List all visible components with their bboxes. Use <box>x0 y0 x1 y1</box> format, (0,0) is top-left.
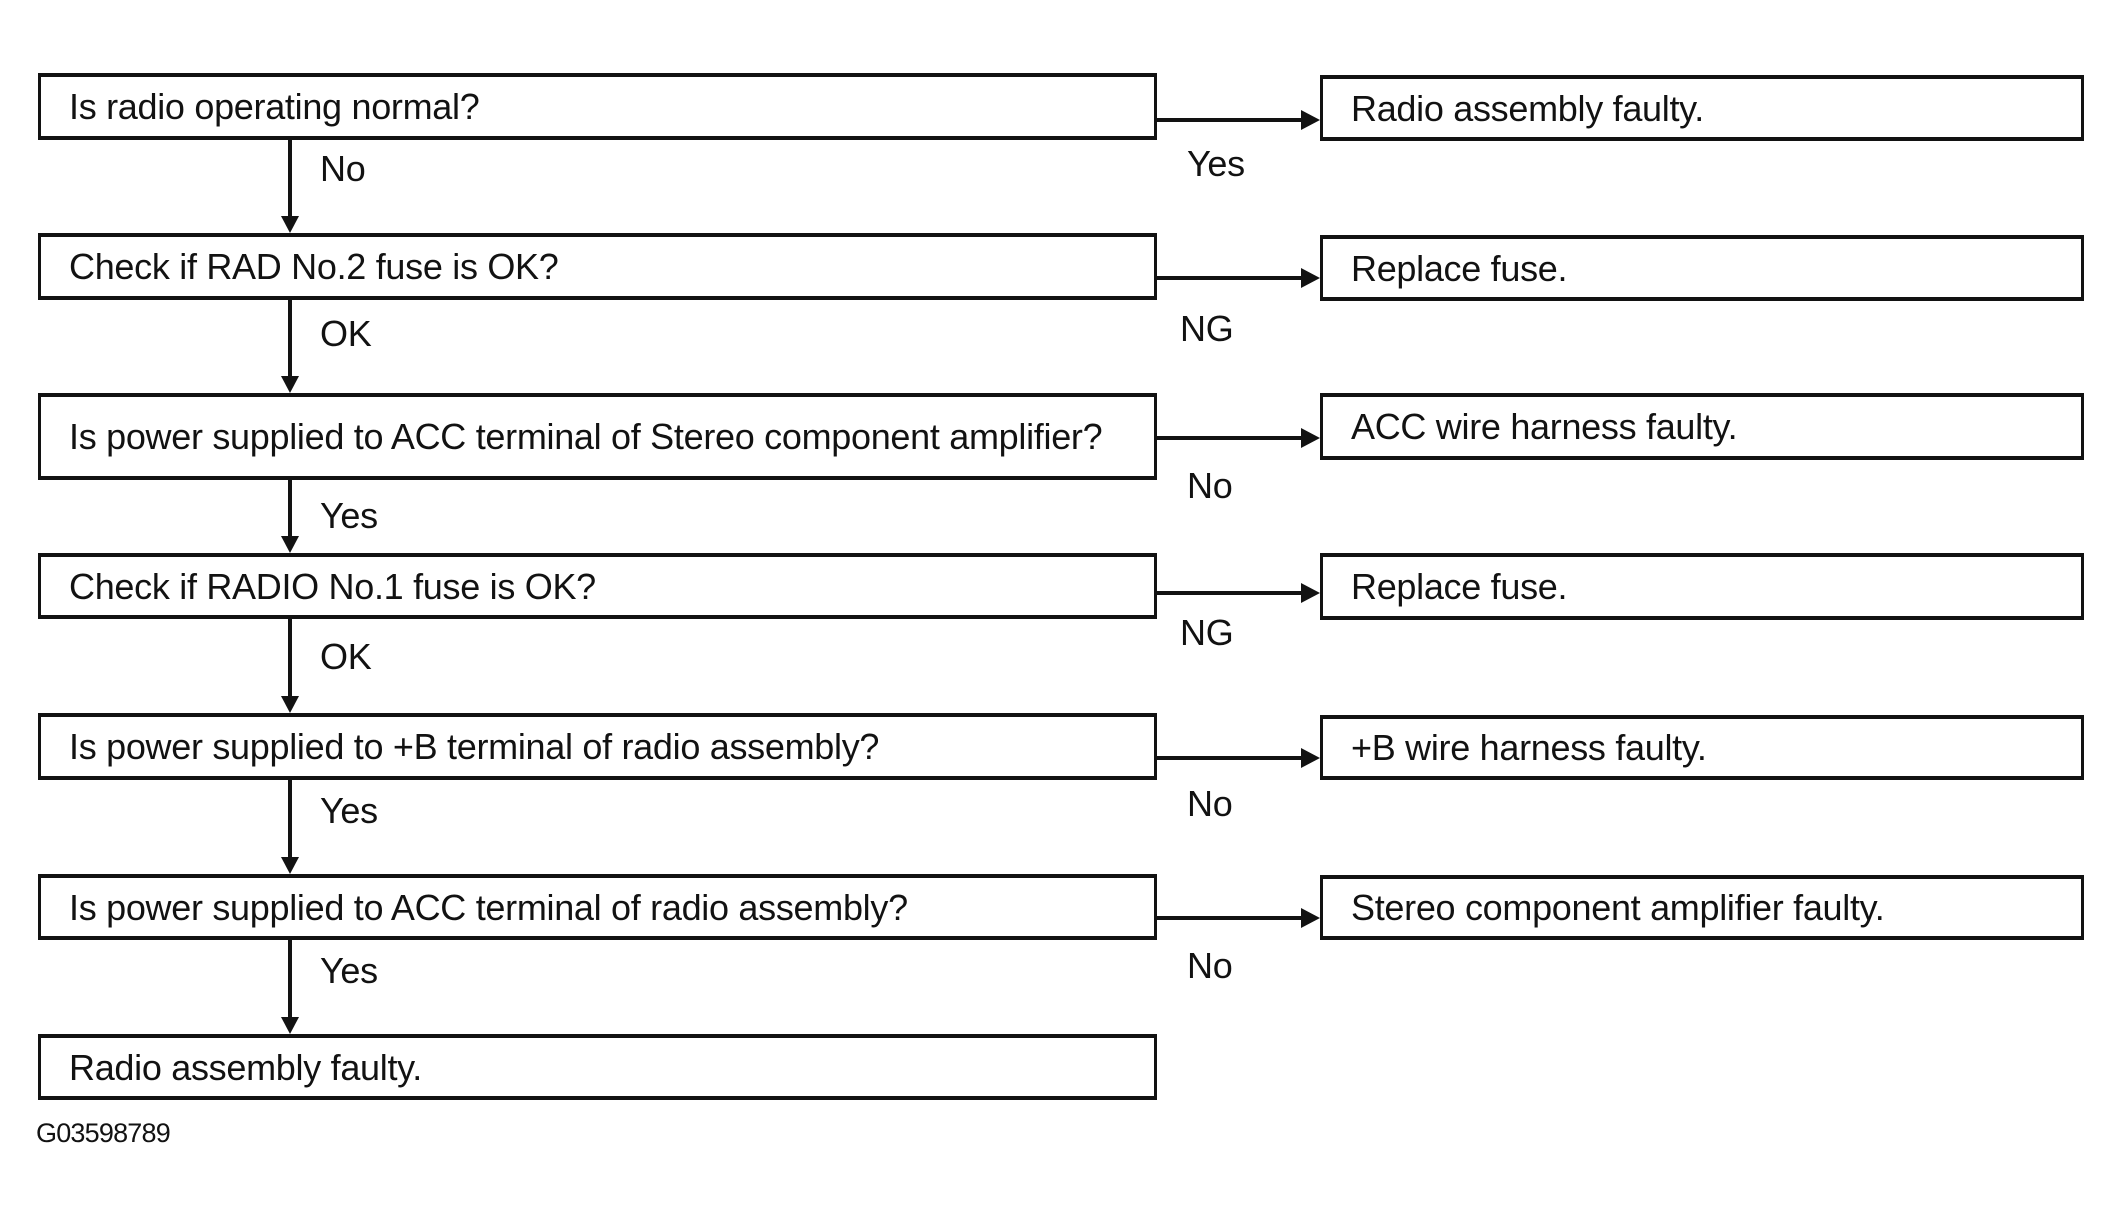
decision-box-3: Is power supplied to ACC terminal of Ste… <box>38 393 1157 480</box>
down-branch-label-6: Yes <box>320 950 378 991</box>
side-branch-label-6: No <box>1187 945 1233 986</box>
arrow-head-icon <box>281 857 299 874</box>
side-arrow-4 <box>1155 583 1320 603</box>
arrow-line <box>288 140 292 218</box>
result-box-5: +B wire harness faulty. <box>1320 715 2084 780</box>
arrow-line <box>1155 118 1304 122</box>
side-branch-label-2: NG <box>1180 308 1234 349</box>
decision-box-6: Is power supplied to ACC terminal of rad… <box>38 874 1157 940</box>
decision-box-5: Is power supplied to +B terminal of radi… <box>38 713 1157 780</box>
arrow-head-icon <box>281 536 299 553</box>
arrow-line <box>288 480 292 538</box>
down-arrow-2 <box>281 300 299 393</box>
side-arrow-6 <box>1155 908 1320 928</box>
final-result-box: Radio assembly faulty. <box>38 1034 1157 1100</box>
down-branch-label-4: OK <box>320 636 372 677</box>
side-arrow-2 <box>1155 268 1320 288</box>
side-branch-label-3: No <box>1187 465 1233 506</box>
decision-box-4: Check if RADIO No.1 fuse is OK? <box>38 553 1157 619</box>
result-box-1: Radio assembly faulty. <box>1320 75 2084 141</box>
down-arrow-1 <box>281 140 299 233</box>
down-branch-label-3: Yes <box>320 495 378 536</box>
arrow-head-icon <box>281 376 299 393</box>
side-arrow-3 <box>1155 428 1320 448</box>
side-branch-label-5: No <box>1187 783 1233 824</box>
arrow-line <box>288 780 292 859</box>
arrow-line <box>288 619 292 698</box>
result-box-3: ACC wire harness faulty. <box>1320 393 2084 460</box>
arrow-line <box>1155 591 1304 595</box>
arrow-line <box>288 940 292 1019</box>
arrow-line <box>1155 916 1304 920</box>
arrow-line <box>1155 276 1304 280</box>
down-arrow-3 <box>281 480 299 553</box>
arrow-head-icon <box>1301 583 1320 603</box>
arrow-head-icon <box>1301 110 1320 130</box>
down-arrow-4 <box>281 619 299 713</box>
arrow-head-icon <box>1301 748 1320 768</box>
arrow-line <box>1155 756 1304 760</box>
arrow-line <box>288 300 292 378</box>
down-branch-label-5: Yes <box>320 790 378 831</box>
down-branch-label-2: OK <box>320 313 372 354</box>
side-branch-label-4: NG <box>1180 612 1234 653</box>
side-branch-label-1: Yes <box>1187 143 1245 184</box>
result-box-6: Stereo component amplifier faulty. <box>1320 875 2084 940</box>
side-arrow-1 <box>1155 110 1320 130</box>
arrow-head-icon <box>281 696 299 713</box>
result-box-2: Replace fuse. <box>1320 235 2084 301</box>
arrow-head-icon <box>281 216 299 233</box>
figure-id: G03598789 <box>36 1118 171 1148</box>
arrow-head-icon <box>281 1017 299 1034</box>
decision-box-1: Is radio operating normal? <box>38 73 1157 140</box>
result-box-4: Replace fuse. <box>1320 553 2084 620</box>
down-branch-label-1: No <box>320 148 366 189</box>
decision-box-2: Check if RAD No.2 fuse is OK? <box>38 233 1157 300</box>
down-arrow-5 <box>281 780 299 874</box>
side-arrow-5 <box>1155 748 1320 768</box>
arrow-head-icon <box>1301 908 1320 928</box>
arrow-line <box>1155 436 1304 440</box>
arrow-head-icon <box>1301 428 1320 448</box>
arrow-head-icon <box>1301 268 1320 288</box>
down-arrow-6 <box>281 940 299 1034</box>
